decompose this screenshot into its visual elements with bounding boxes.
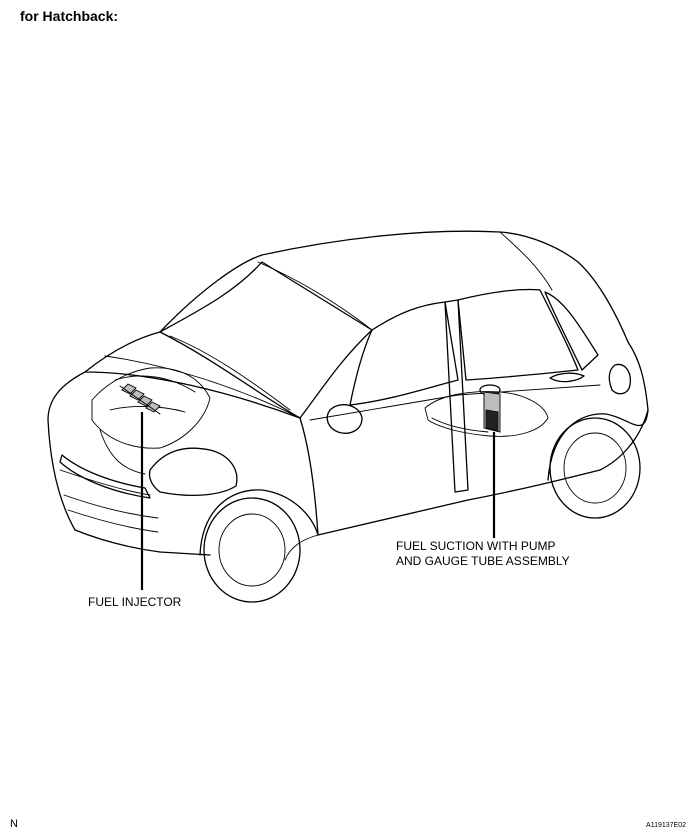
door-handle [549,372,585,383]
headlight [148,447,238,496]
car-roof-outline [159,230,629,343]
fuel-pump-label-line-1: FUEL SUCTION WITH PUMP [396,539,556,553]
rear-quarter-window [544,291,599,371]
body-side [299,341,649,536]
fuel-pump-module [479,384,501,433]
front-grille [59,454,151,499]
figure-code: A119137E02 [646,822,686,829]
front-door-window [349,301,459,406]
front-wheel [203,497,301,603]
page-title: for Hatchback: [20,8,119,24]
rear-door-window [457,288,579,381]
footer-left-mark: N [10,818,18,830]
windshield [159,261,373,419]
fuel-pump-label-line-2: AND GAUGE TUBE ASSEMBLY [396,554,570,568]
tail-light [608,363,631,395]
fuel-injector-label: FUEL INJECTOR [88,595,182,609]
engine-cutaway [91,367,211,449]
hood [84,331,301,419]
fuel-pump-callout: FUEL SUCTION WITH PUMP AND GAUGE TUBE AS… [396,539,570,569]
fuel-injector-parts [119,383,161,415]
fuel-tank [424,391,549,437]
front-bumper [47,371,211,556]
front-wheel-arch [199,489,319,556]
rear-wheel-arch [547,409,649,481]
side-mirror [326,404,363,434]
